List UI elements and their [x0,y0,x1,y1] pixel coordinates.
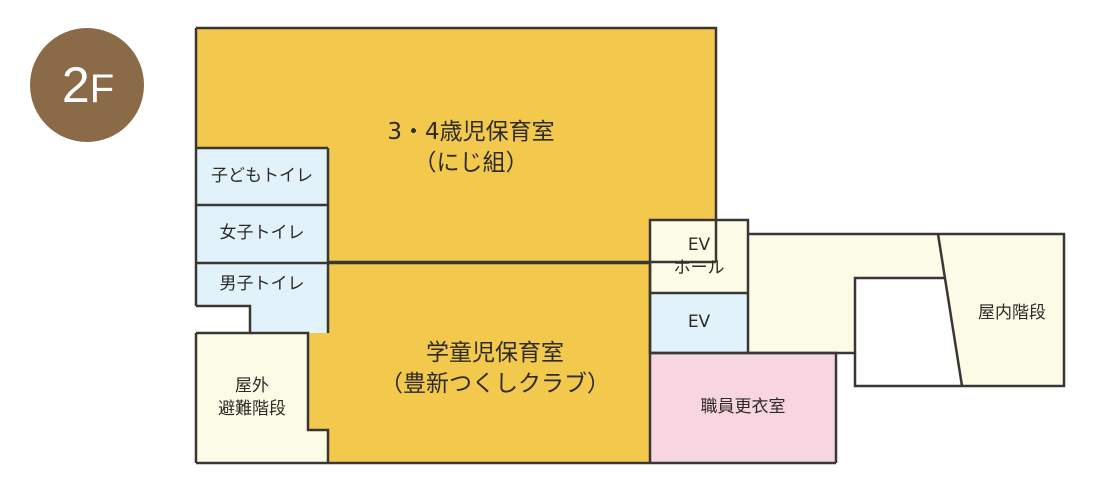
after-school-name: 学童児保育室 [426,340,564,366]
label-classroom-3-4: 3・4歳児保育室 （にじ組） [336,117,606,179]
classroom-3-4-group: （にじ組） [413,150,529,177]
label-ev-hall: EV ホール [650,234,748,280]
label-outdoor-stairs: 屋外 避難階段 [196,375,308,421]
label-ev: EV [687,312,711,332]
room-kids-toilet [196,148,328,205]
room-outdoor-stairs [196,333,328,463]
room-corridor [748,234,944,353]
outdoor-stairs-line2: 避難階段 [218,398,286,419]
walls [194,26,1066,465]
room-women-toilet [196,205,328,263]
room-indoor-stairs [938,234,1064,386]
label-indoor-stairs: 屋内階段 [978,303,1046,323]
room-after-school [308,263,650,463]
ev-hall-line2: ホール [673,257,725,278]
floor-number: 2 [61,57,90,113]
classroom-3-4-name: 3・4歳児保育室 [387,119,555,145]
label-staff-locker: 職員更衣室 [700,397,786,417]
label-women-toilet: 女子トイレ [219,223,305,243]
room-ev [650,293,748,353]
label-after-school: 学童児保育室 （豊新つくしクラブ） [350,338,640,400]
label-kids-toilet: 子どもトイレ [211,166,313,186]
room-ev-hall [650,220,748,293]
ev-hall-line1: EV [687,235,711,255]
outdoor-stairs-line1: 屋外 [235,376,269,396]
room-staff-locker [650,353,836,463]
room-men-toilet [196,263,328,333]
after-school-group: （豊新つくしクラブ） [380,371,610,398]
label-men-toilet: 男子トイレ [219,274,305,294]
floor-unit: F [89,66,114,111]
